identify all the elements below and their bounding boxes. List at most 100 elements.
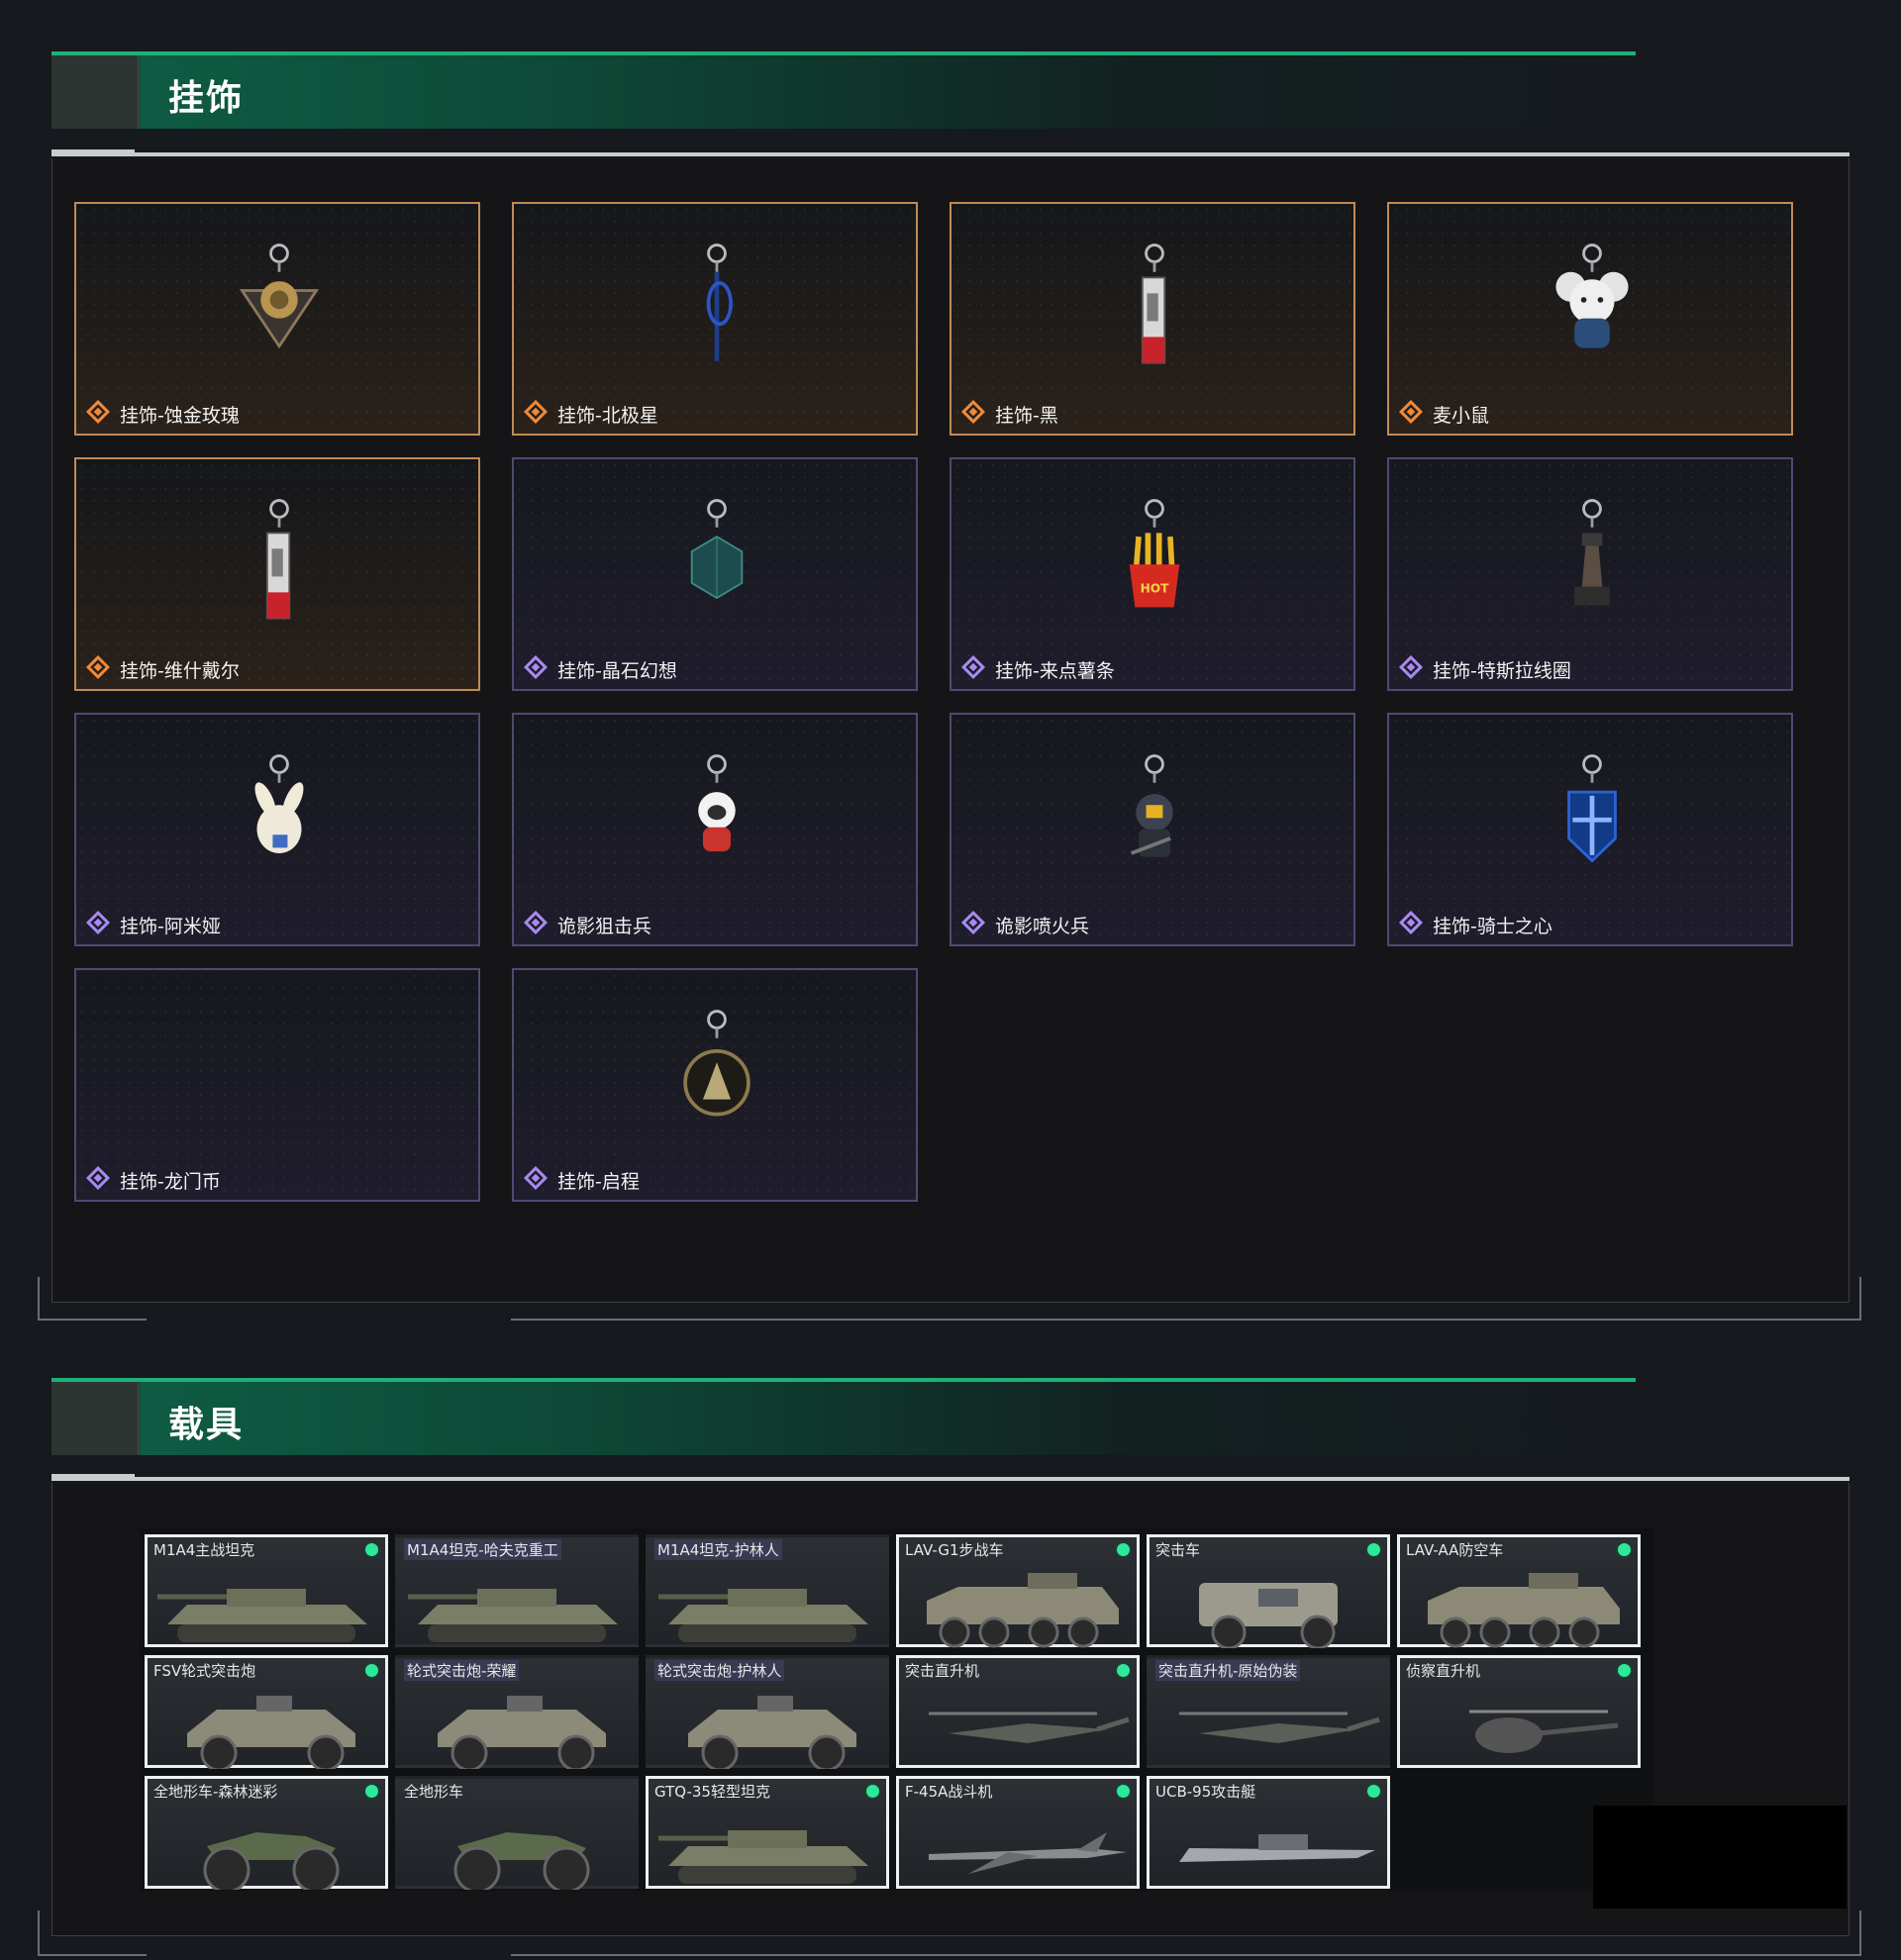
header-stub	[51, 1382, 139, 1455]
charm-name: 挂饰-特斯拉线圈	[1433, 660, 1571, 682]
charm-name: 挂饰-北极星	[557, 405, 658, 427]
vehicle-tile[interactable]: M1A4坦克-哈夫克重工	[395, 1534, 639, 1647]
owned-indicator-icon	[1618, 1543, 1631, 1556]
charm-card[interactable]: 挂饰-特斯拉线圈	[1387, 457, 1793, 691]
rarity-diamond-icon	[524, 1166, 548, 1190]
rarity-diamond-icon	[524, 655, 548, 679]
vehicle-tile[interactable]: 全地形车	[395, 1776, 639, 1890]
buggy-icon	[688, 1696, 856, 1769]
rarity-diamond-icon	[86, 1166, 110, 1190]
vehicle-tile[interactable]: 突击车	[1147, 1534, 1390, 1648]
vehicle-name: 全地形车	[404, 1783, 464, 1801]
tank-icon	[157, 1589, 367, 1642]
bunny-charm-icon	[254, 754, 304, 853]
charms-section-title: 挂饰	[168, 78, 245, 119]
charm-name: 挂饰-启程	[557, 1171, 640, 1193]
owned-indicator-icon	[365, 1543, 378, 1556]
vehicle-name: LAV-AA防空车	[1406, 1541, 1504, 1559]
empty-charm-slot	[76, 990, 482, 1138]
vehicle-tile[interactable]: LAV-G1步战车	[896, 1534, 1140, 1648]
charm-name: 挂饰-蚀金玫瑰	[120, 405, 240, 427]
heli-icon	[929, 1712, 1130, 1743]
card-texture	[76, 970, 478, 1200]
charm-card[interactable]: 挂饰-龙门币	[74, 968, 480, 1202]
tank-icon	[408, 1589, 618, 1642]
tag-charm-icon	[265, 499, 291, 620]
charm-card[interactable]: 挂饰-北极星	[512, 202, 918, 436]
charm-card[interactable]: 挂饰-骑士之心	[1387, 713, 1793, 946]
frame-edge	[38, 1319, 147, 1321]
vehicles-header-underline	[51, 1474, 1850, 1481]
vehicle-name: M1A4坦克-哈夫克重工	[404, 1539, 561, 1560]
tank-icon	[658, 1830, 868, 1884]
coin-charm-icon	[683, 1010, 750, 1117]
vehicle-tile[interactable]: 轮式突击炮-荣耀	[395, 1655, 639, 1769]
charm-card[interactable]: 挂饰-黑	[950, 202, 1355, 436]
vehicle-tile[interactable]: 侦察直升机	[1397, 1655, 1641, 1768]
rarity-diamond-icon	[961, 911, 985, 934]
mouse-charm-icon	[1555, 244, 1629, 348]
vehicle-tile[interactable]: LAV-AA防空车	[1397, 1534, 1641, 1648]
boat-icon	[1179, 1834, 1375, 1862]
vehicle-tile[interactable]: M1A4主战坦克	[145, 1534, 388, 1647]
knight-shield-charm-icon	[1567, 754, 1617, 863]
charm-name: 挂饰-维什戴尔	[120, 660, 240, 682]
vehicle-tile[interactable]: M1A4坦克-护林人	[646, 1534, 889, 1647]
charm-card[interactable]: 挂饰-蚀金玫瑰	[74, 202, 480, 436]
tag-charm-icon	[1141, 244, 1166, 364]
rarity-diamond-icon	[524, 911, 548, 934]
vehicle-name: UCB-95攻击艇	[1155, 1783, 1256, 1801]
star-charm-icon	[706, 244, 733, 361]
owned-indicator-icon	[1367, 1543, 1380, 1556]
rarity-diamond-icon	[86, 400, 110, 424]
charm-name: 挂饰-阿米娅	[120, 916, 221, 937]
vehicle-name: 突击直升机-原始伪装	[1155, 1660, 1301, 1681]
charm-name: 麦小鼠	[1433, 405, 1490, 427]
owned-indicator-icon	[1618, 1664, 1631, 1677]
vehicle-tile[interactable]: F-45A战斗机	[896, 1776, 1140, 1889]
owned-indicator-icon	[365, 1664, 378, 1677]
truck-icon	[1199, 1583, 1338, 1648]
vehicle-name: 轮式突击炮-护林人	[654, 1660, 785, 1681]
vehicle-name: 全地形车-森林迷彩	[153, 1783, 278, 1801]
vehicle-tile[interactable]: 轮式突击炮-护林人	[646, 1655, 889, 1769]
apc-icon	[1428, 1573, 1620, 1648]
charm-card[interactable]: 诡影狙击兵	[512, 713, 918, 946]
flamer-figure-charm-icon	[1130, 754, 1173, 857]
charm-card[interactable]: 挂饰-启程	[512, 968, 918, 1202]
charm-name: 挂饰-龙门币	[120, 1171, 221, 1193]
charms-header-underline	[51, 149, 1850, 156]
rarity-diamond-icon	[524, 400, 548, 424]
charms-section-header: 挂饰	[51, 51, 1636, 129]
rarity-diamond-icon	[1399, 655, 1423, 679]
apc-icon	[927, 1573, 1119, 1648]
charm-name: 挂饰-晶石幻想	[557, 660, 677, 682]
charm-card[interactable]: 挂饰-阿米娅	[74, 713, 480, 946]
vehicle-name: 突击车	[1155, 1541, 1201, 1559]
owned-indicator-icon	[365, 1785, 378, 1798]
jet-icon	[929, 1832, 1127, 1874]
vehicle-name: F-45A战斗机	[905, 1783, 993, 1801]
vehicle-name: M1A4主战坦克	[153, 1541, 255, 1559]
vehicle-tile[interactable]: 突击直升机-原始伪装	[1147, 1655, 1390, 1768]
charm-name: 挂饰-黑	[995, 405, 1058, 427]
vehicle-tile[interactable]: 突击直升机	[896, 1655, 1140, 1768]
charm-card[interactable]: 麦小鼠	[1387, 202, 1793, 436]
owned-indicator-icon	[1117, 1785, 1130, 1798]
vehicle-name: LAV-G1步战车	[905, 1541, 1004, 1559]
tesla-coil-charm-icon	[1574, 499, 1610, 606]
vehicle-name: 突击直升机	[905, 1662, 980, 1680]
charm-card[interactable]: 挂饰-晶石幻想	[512, 457, 918, 691]
vehicle-tile[interactable]: FSV轮式突击炮	[145, 1655, 388, 1769]
charm-card[interactable]: 挂饰-维什戴尔	[74, 457, 480, 691]
rarity-diamond-icon	[1399, 911, 1423, 934]
charm-name: 挂饰-来点薯条	[995, 660, 1115, 682]
owned-indicator-icon	[1367, 1785, 1380, 1798]
vehicle-tile[interactable]: 全地形车-森林迷彩	[145, 1776, 388, 1890]
scout-heli-icon	[1469, 1710, 1619, 1753]
charm-card[interactable]: 诡影喷火兵	[950, 713, 1355, 946]
vehicle-tile[interactable]: GTQ-35轻型坦克	[646, 1776, 889, 1889]
vehicle-tile[interactable]: UCB-95攻击艇	[1147, 1776, 1390, 1889]
